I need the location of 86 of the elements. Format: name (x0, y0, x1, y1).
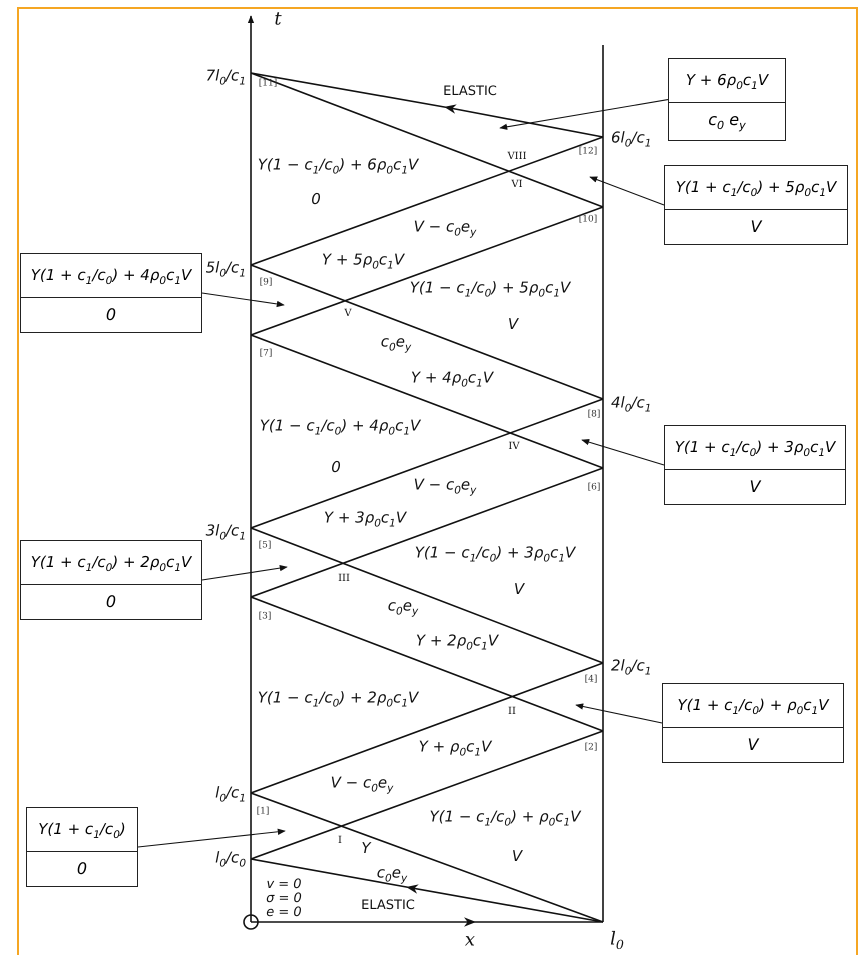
wave-label: ELASTIC (361, 899, 415, 913)
formula-label: Y(1 − c$_{1}$/c$_{0}$) + 5ρ$_{0}$c$_{1}$V (410, 280, 570, 300)
time-tick-label: 7l$_{0}$/c$_{1}$ (206, 68, 246, 88)
value-text: 0 (27, 851, 137, 886)
callout-box (664, 165, 848, 245)
callout-box (26, 807, 138, 887)
formula-label: V (508, 317, 518, 333)
formula-label: Y(1 − c$_{1}$/c$_{0}$) + ρ$_{0}$c$_{1}$V (430, 810, 580, 828)
formula-label: c$_{0}$e$_{y}$ (380, 334, 412, 354)
leader-arrow (202, 292, 285, 308)
point-number: [5] (258, 541, 272, 551)
leader-arrow (589, 176, 664, 206)
formula-label: Y + ρ$_{0}$c$_{1}$V (418, 740, 492, 758)
formula-label: V (514, 582, 524, 598)
formula-label: V − c$_{0}$e$_{y}$ (414, 478, 476, 496)
point-number: [3] (258, 612, 272, 622)
formula-text: Y(1 + c$_{1}$/c$_{0}$) + 3ρ$_{0}$c$_{1}$V (674, 437, 837, 461)
crossing-label: II (508, 706, 516, 718)
axis-label: l$_{0}$ (610, 930, 624, 952)
callout-box (20, 540, 202, 620)
point-number: [12] (578, 147, 598, 157)
formula-label: Y(1 − c$_{1}$/c$_{0}$) + 3ρ$_{0}$c$_{1}$V (414, 546, 576, 564)
formula-label: Y(1 − c$_{1}$/c$_{0}$) + 6ρ$_{0}$c$_{1}$V (258, 158, 418, 176)
leader-arrow (499, 99, 668, 130)
formula-text: Y(1 + c$_{1}$/c$_{0}$) + 5ρ$_{0}$c$_{1}$V (674, 177, 838, 201)
crossing-label: V (344, 308, 352, 320)
formula-text: Y(1 + c$_{1}$/c$_{0}$) + 2ρ$_{0}$c$_{1}$V (30, 552, 193, 576)
value-text: V (665, 469, 845, 504)
point-number: [4] (584, 675, 598, 685)
formula-label: Y + 5ρ$_{0}$c$_{1}$V (322, 252, 404, 272)
time-tick-label: 3l$_{0}$/c$_{1}$ (206, 524, 246, 542)
formula-label: Y + 4ρ$_{0}$c$_{1}$V (410, 370, 494, 390)
formula-label: Y + 3ρ$_{0}$c$_{1}$V (324, 510, 406, 530)
formula-label: V (512, 849, 522, 865)
point-number: [1] (256, 807, 270, 817)
callout-box (664, 425, 846, 505)
formula-label: V − c$_{0}$e$_{y}$ (414, 220, 476, 238)
formula-text: Y(1 + c$_{1}$/c$_{0}$) + ρ$_{0}$c$_{1}$V (676, 695, 830, 719)
crossing-label: VIII (507, 152, 527, 162)
time-tick-label: l$_{0}$/c$_{1}$ (215, 786, 246, 804)
time-tick-label: 6l$_{0}$/c$_{1}$ (611, 130, 652, 150)
callout-box (668, 58, 786, 142)
leader-arrow (581, 439, 664, 466)
time-tick-label: 5l$_{0}$/c$_{1}$ (206, 260, 246, 280)
formula-text: Y(1 + c$_{1}$/c$_{0}$) + 4ρ$_{0}$c$_{1}$V (30, 265, 193, 289)
callout-box (20, 253, 202, 333)
formula-label: Y(1 − c$_{1}$/c$_{0}$) + 2ρ$_{0}$c$_{1}$V (258, 690, 418, 710)
point-number: [2] (584, 743, 598, 753)
leader-arrow (575, 703, 662, 724)
crossing-label: VI (511, 180, 523, 190)
time-tick-label: 4l$_{0}$/c$_{1}$ (611, 396, 652, 414)
crossing-label: IV (508, 442, 520, 452)
value-text: V (663, 727, 843, 762)
time-tick-label: 2l$_{0}$/c$_{1}$ (611, 658, 652, 678)
wave-label: ELASTIC (443, 85, 497, 99)
point-number: [9] (260, 278, 272, 288)
point-number: [10] (578, 215, 598, 225)
value-text: V (665, 209, 847, 244)
value-text: c$_{0}$ e$_{y}$ (669, 102, 785, 140)
formula-label: c$_{0}$e$_{y}$ (376, 866, 408, 884)
formula-label: 0 (311, 192, 321, 208)
initial-condition-label: σ = 0 (266, 892, 302, 906)
point-number: [7] (260, 349, 272, 359)
formula-label: c$_{0}$e$_{y}$ (388, 598, 418, 618)
axis-label: t (274, 10, 282, 30)
initial-condition-label: v = 0 (266, 878, 302, 892)
leader-arrow (202, 564, 288, 581)
callout-box (662, 683, 844, 763)
point-number: [8] (588, 410, 600, 420)
formula-label: V − c$_{0}$e$_{y}$ (330, 776, 394, 794)
value-text: 0 (21, 297, 201, 332)
crossing-label: I (338, 836, 342, 846)
crossing-label: III (338, 574, 350, 584)
point-number: [6] (588, 483, 600, 493)
initial-condition-label: e = 0 (266, 906, 302, 920)
formula-text: Y(1 + c$_{1}$/c$_{0}$) (37, 819, 127, 843)
formula-label: Y (361, 841, 371, 857)
formula-label: Y(1 − c$_{1}$/c$_{0}$) + 4ρ$_{0}$c$_{1}$V (260, 418, 420, 438)
value-text: 0 (21, 584, 201, 619)
point-number: [11] (258, 79, 278, 89)
formula-text: Y + 6ρ$_{0}$c$_{1}$V (684, 70, 770, 94)
formula-label: 0 (331, 460, 341, 476)
formula-label: Y + 2ρ$_{0}$c$_{1}$V (416, 634, 498, 652)
axis-label: x (464, 932, 476, 950)
leader-arrow (138, 828, 286, 848)
time-tick-label: l$_{0}$/c$_{0}$ (215, 850, 246, 870)
